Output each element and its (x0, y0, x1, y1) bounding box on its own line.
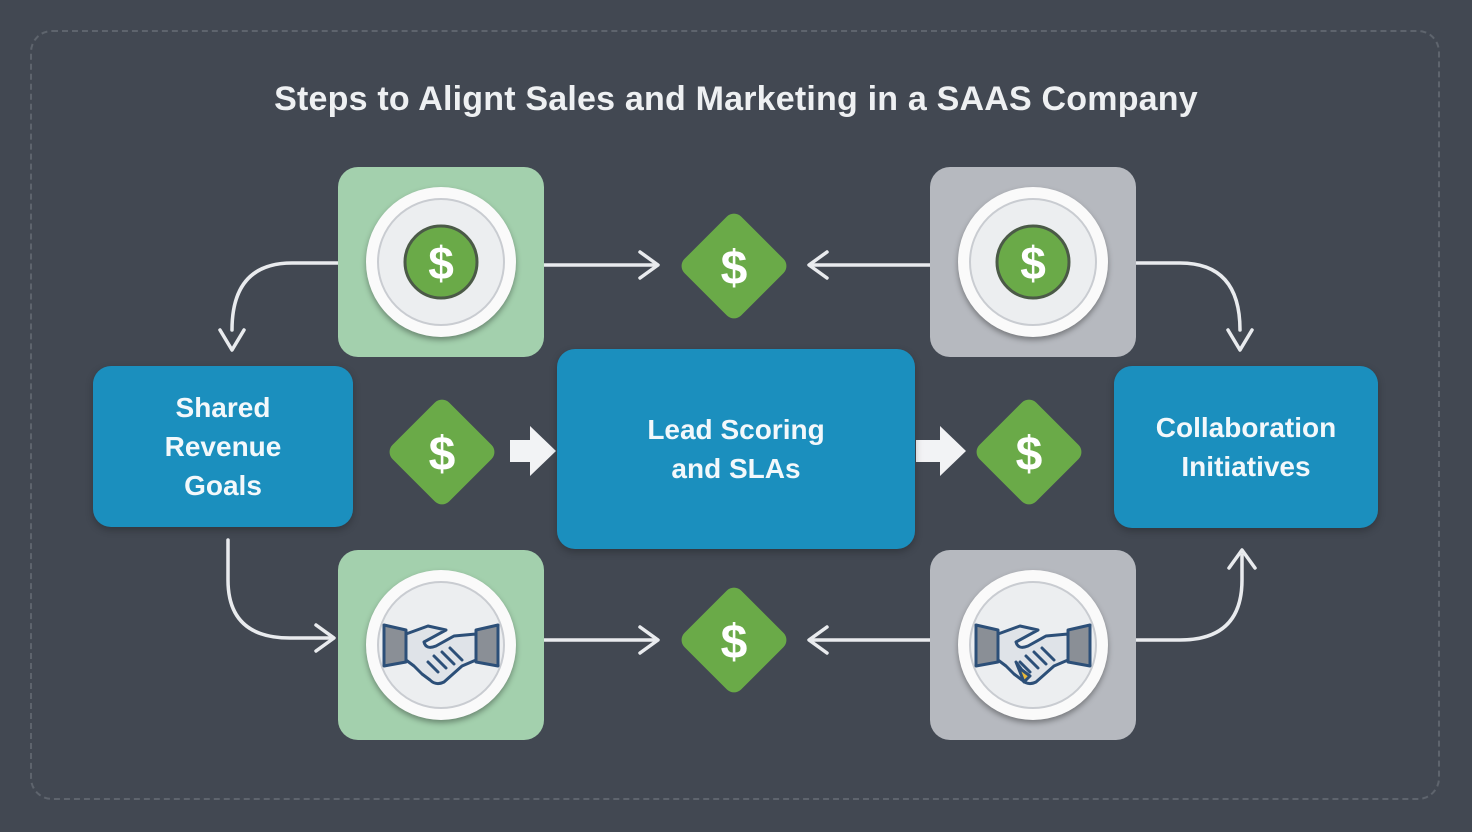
box-label-line: Goals (184, 470, 262, 501)
dollar-diamond-icon: $ (681, 587, 787, 693)
coin-disc: $ (958, 187, 1108, 337)
arrowhead-bottomright (1227, 548, 1257, 570)
box-shared-revenue-goals: Shared Revenue Goals (93, 366, 353, 527)
handshake-disc (958, 570, 1108, 720)
arrow-topleft-curve (230, 261, 342, 332)
svg-text:$: $ (429, 428, 456, 481)
dollar-diamond-icon: $ (389, 399, 495, 505)
tile-top-left: $ (338, 167, 544, 357)
box-label-line: Shared (175, 392, 271, 423)
dollar-diamond-icon: $ (681, 213, 787, 319)
dollar-diamond-icon: $ (976, 399, 1082, 505)
dollar-coin-icon: $ (995, 224, 1071, 300)
svg-text:$: $ (721, 242, 748, 295)
block-arrow-right (916, 426, 966, 476)
handshake-icon (974, 623, 1092, 686)
block-arrow-left (510, 426, 556, 476)
tile-bottom-right (930, 550, 1136, 740)
diagram-title: Steps to Alignt Sales and Marketing in a… (274, 80, 1198, 118)
box-label-line: Lead Scoring (647, 414, 825, 445)
coin-disc: $ (366, 187, 516, 337)
box-label-line: Revenue (164, 431, 282, 462)
box-label-line: Collaboration (1155, 412, 1337, 443)
box-label-line: and SLAs (671, 453, 801, 484)
arrowhead-bottomleft (314, 623, 336, 653)
diagram-frame (30, 30, 1440, 800)
handshake-icon (382, 623, 500, 686)
box-lead-scoring-slas: Lead Scoring and SLAs (557, 349, 915, 549)
arrow-bottomleft-curve (226, 538, 332, 640)
svg-text:$: $ (1020, 237, 1046, 289)
tile-bottom-left (338, 550, 544, 740)
handshake-disc (366, 570, 516, 720)
svg-text:$: $ (721, 616, 748, 669)
svg-text:$: $ (1016, 428, 1043, 481)
box-label-line: Initiatives (1181, 451, 1311, 482)
dollar-coin-icon: $ (403, 224, 479, 300)
arrow-topright-curve (1132, 261, 1242, 332)
box-collaboration-initiatives: Collaboration Initiatives (1114, 366, 1378, 528)
arrowhead-topleft (218, 328, 246, 352)
svg-text:$: $ (428, 237, 454, 289)
arrowhead-topright (1226, 328, 1254, 352)
arrow-bottomright-curve (1132, 553, 1244, 642)
tile-top-right: $ (930, 167, 1136, 357)
